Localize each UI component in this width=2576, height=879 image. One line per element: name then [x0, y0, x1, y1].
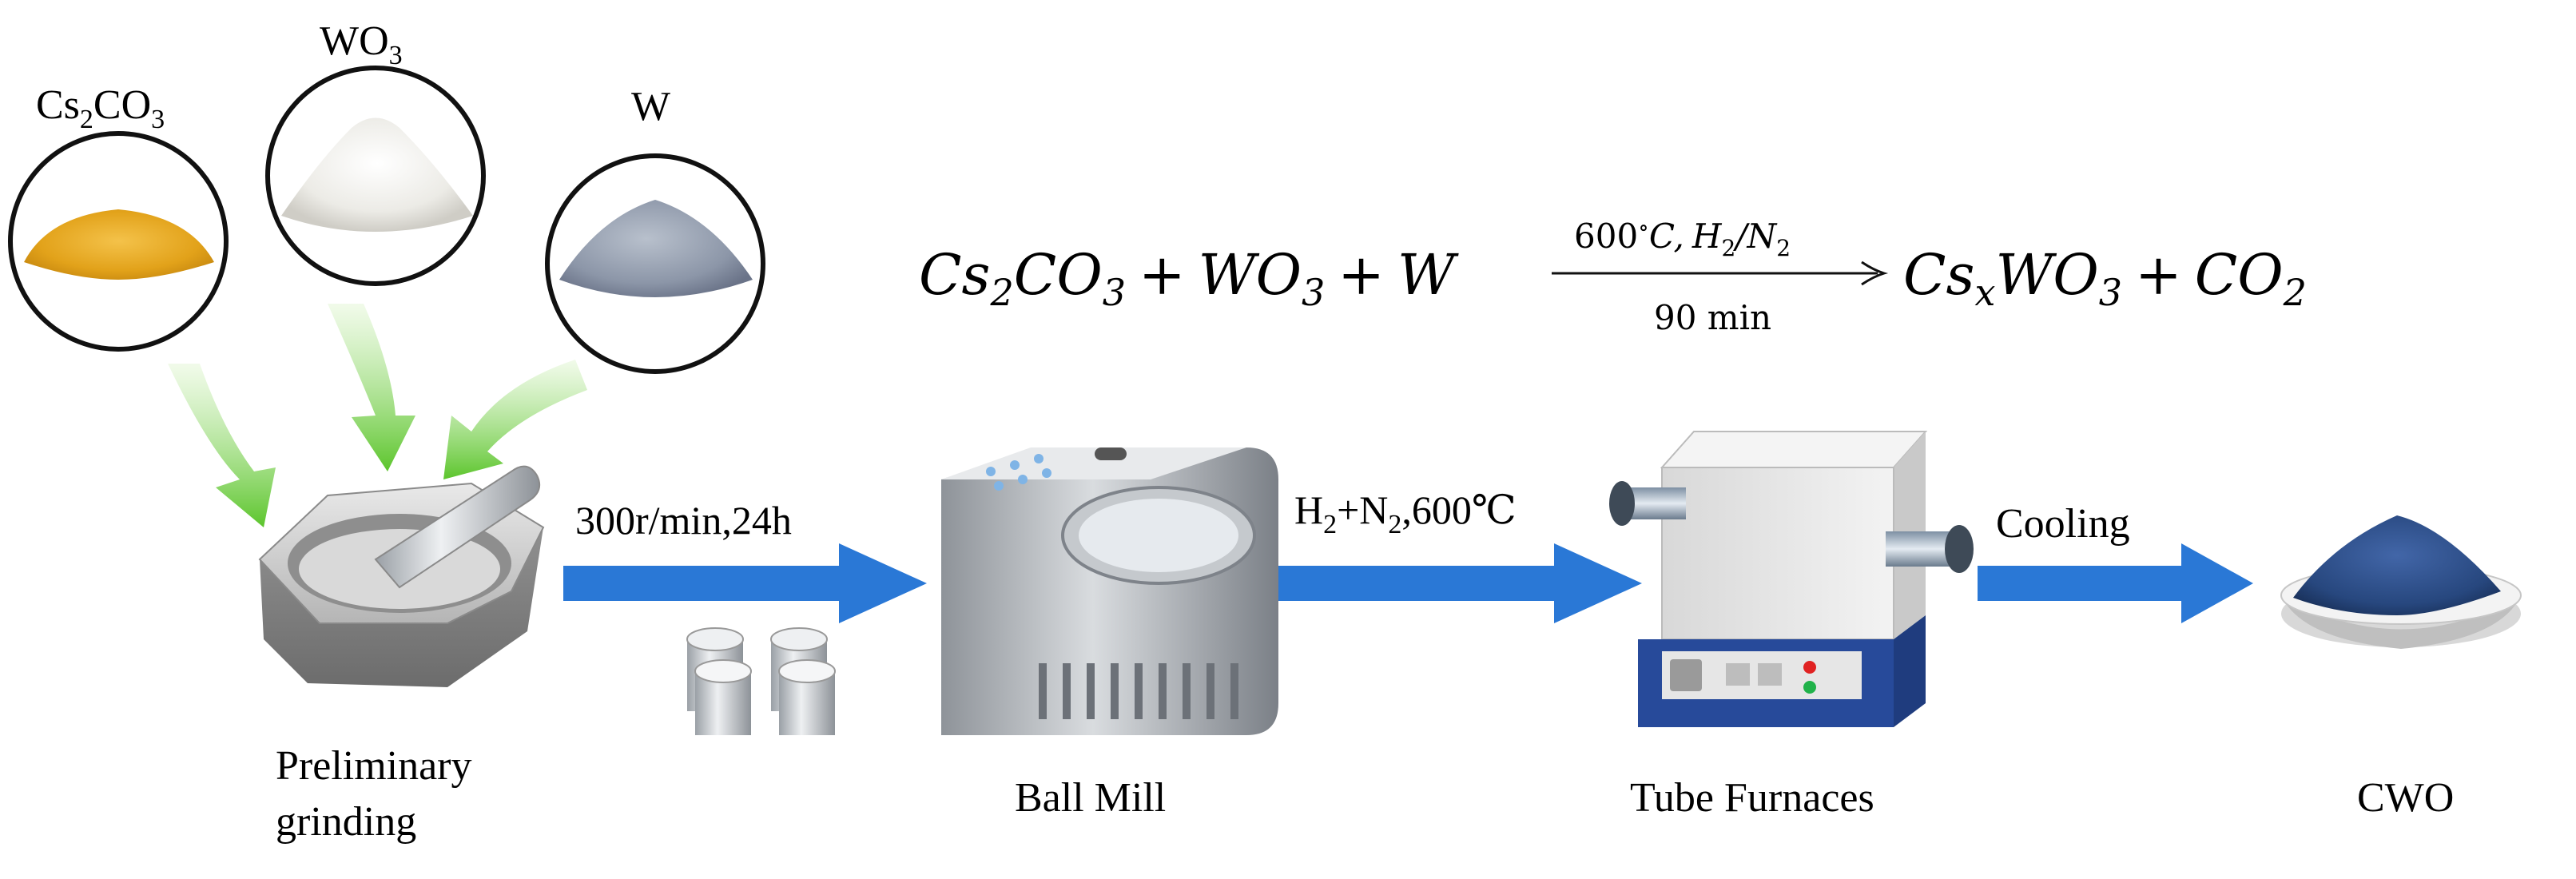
w-sample: [545, 153, 765, 374]
tube-furnace-icon: [1609, 431, 1974, 727]
ball-mill-label: Ball Mill: [1015, 775, 1166, 821]
equation-condition-bottom: 90 min: [1654, 298, 1771, 337]
equation-rhs: CsxWO3+CO2: [1903, 242, 2307, 314]
mill-condition-label: 300r/min,24h: [575, 498, 792, 543]
equation-condition-top: 600∘C,H2/N2: [1574, 214, 1791, 261]
tube-furnaces-label: Tube Furnaces: [1630, 775, 1874, 821]
reaction-equation: Cs2CO3+WO3+W 600∘C,H2/N2 90 min CsxWO3+C…: [919, 214, 2307, 337]
cwo-label: CWO: [2357, 775, 2454, 821]
mortar-pestle: [258, 465, 545, 687]
wo3-label: WO3: [320, 18, 403, 70]
grinding-jars-icon: [686, 627, 836, 735]
green-arrows: [168, 304, 587, 527]
wo3-sample: [265, 66, 486, 286]
w-label: W: [631, 84, 670, 129]
cwo-product-icon: [2280, 515, 2522, 649]
grinding-label-line1: Preliminary: [276, 743, 472, 789]
cooling-label: Cooling: [1996, 501, 2130, 547]
equation-lhs: Cs2CO3+WO3+W: [919, 242, 1459, 314]
grinding-label-line2: grinding: [276, 799, 416, 845]
ball-mill-icon: [941, 447, 1278, 735]
arrow-to-furnace: [1278, 543, 1642, 623]
cs2co3-label: Cs2CO3: [36, 82, 165, 134]
cs2co3-sample: [8, 131, 229, 352]
furnace-condition-label: H2+N2,600℃: [1294, 487, 1517, 539]
arrow-to-ball-mill: [563, 543, 927, 623]
arrow-to-product: [1978, 543, 2253, 623]
